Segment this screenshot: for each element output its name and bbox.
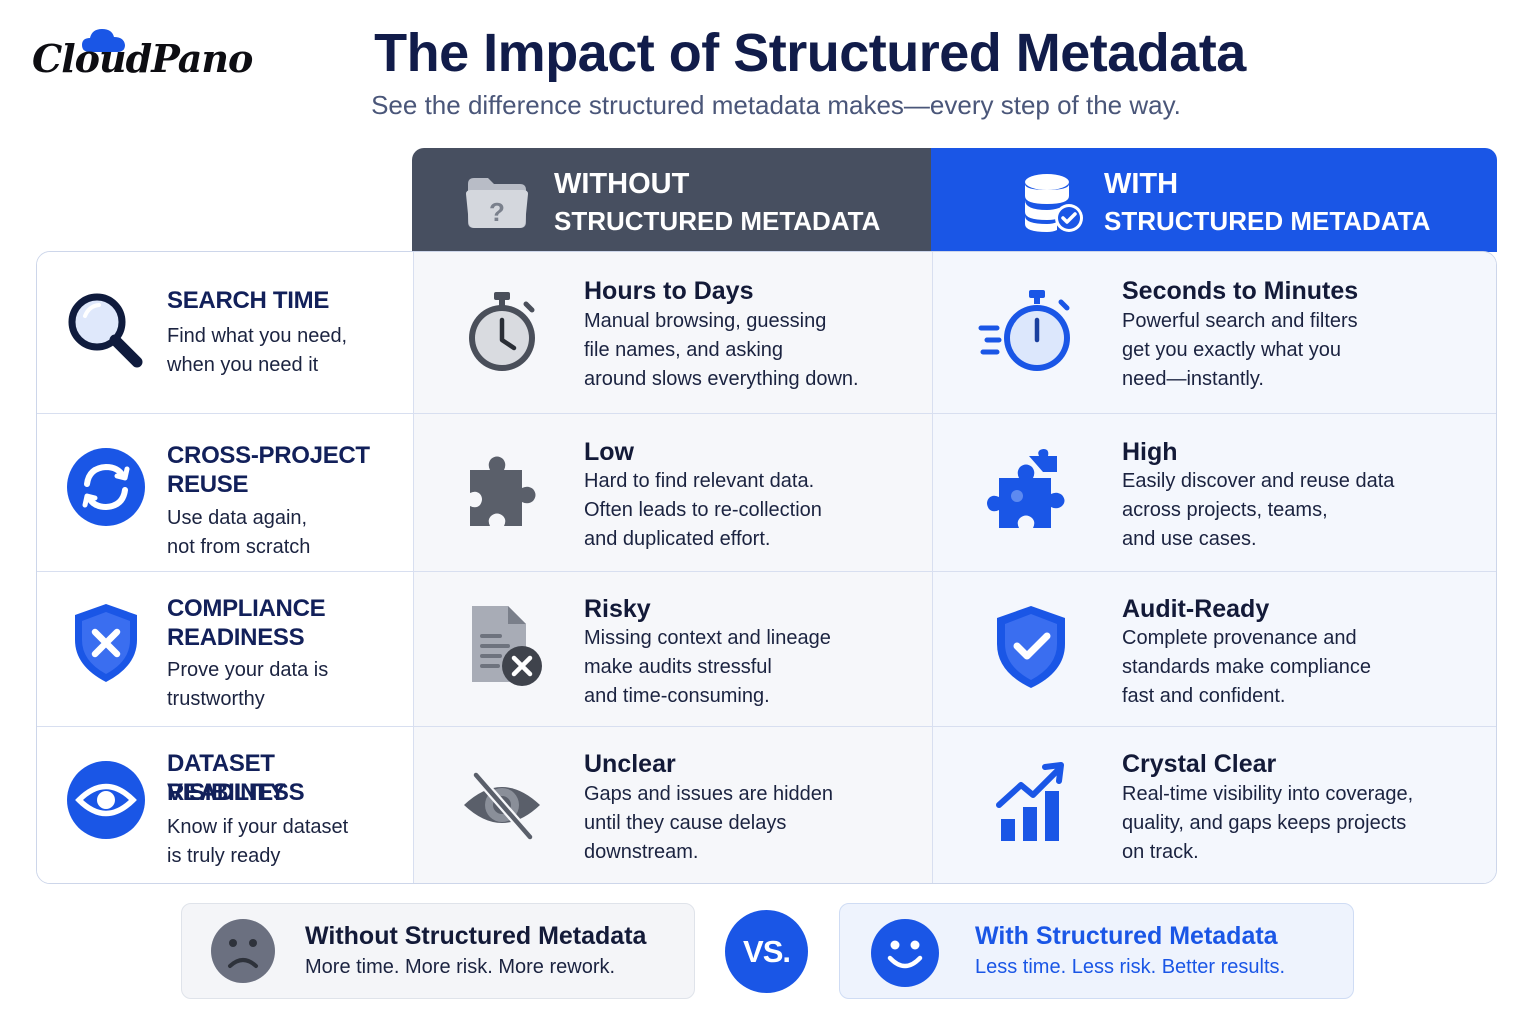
with-title: Seconds to Minutes: [1122, 277, 1359, 305]
footer-with-title: With Structured Metadata: [975, 922, 1278, 950]
without-title: Hours to Days: [584, 277, 754, 305]
table-row-search-time: SEARCH TIME Find what you need, when you…: [37, 252, 1496, 413]
without-desc-line3: and duplicated effort.: [584, 528, 771, 550]
without-title: Unclear: [584, 750, 676, 778]
without-desc-line2: Often leads to re-collection: [584, 499, 822, 521]
category-title-line2: READINESS: [167, 624, 305, 651]
category-desc-line1: Prove your data is: [167, 659, 329, 681]
with-cell: Audit-Ready Complete provenance and stan…: [932, 572, 1496, 726]
category-title-line2: REUSE: [167, 471, 249, 498]
column-header-with-line2: STRUCTURED METADATA: [1104, 206, 1431, 236]
eye-slash-icon: [464, 770, 540, 842]
sad-face-icon: [211, 919, 275, 983]
chart-up-icon: [996, 762, 1064, 841]
with-desc-line2: across projects, teams,: [1122, 499, 1328, 521]
without-desc-line1: Missing context and lineage: [584, 627, 831, 649]
category-title: SEARCH TIME: [167, 287, 330, 314]
category-desc-line1: Use data again,: [167, 507, 308, 529]
without-title: Low: [584, 438, 634, 466]
without-cell: Unclear Gaps and issues are hidden until…: [413, 727, 932, 883]
category-cell: SEARCH TIME Find what you need, when you…: [37, 252, 413, 413]
logo: CloudPano: [28, 26, 253, 88]
table-row-compliance-readiness: COMPLIANCE READINESS Prove your data is …: [37, 571, 1496, 726]
fast-stopwatch-icon: [978, 290, 1070, 371]
page-subtitle: See the difference structured metadata m…: [371, 90, 1181, 120]
with-desc-line2: quality, and gaps keeps projects: [1122, 812, 1407, 834]
with-desc-line3: and use cases.: [1122, 528, 1257, 550]
eye-icon: [67, 761, 145, 839]
column-header-without: ? WITHOUT STRUCTURED METADATA: [412, 148, 931, 252]
column-header-without-line1: WITHOUT: [554, 168, 690, 200]
column-header-with: WITH STRUCTURED METADATA: [931, 148, 1497, 252]
footer-summary-with: With Structured Metadata Less time. Less…: [839, 903, 1354, 999]
table-row-cross-project-reuse: CROSS-PROJECT REUSE Use data again, not …: [37, 413, 1496, 571]
with-desc-line3: on track.: [1122, 841, 1199, 863]
svg-text:?: ?: [489, 197, 505, 227]
with-cell: Seconds to Minutes Powerful search and f…: [932, 252, 1496, 413]
puzzle-piece-icon: [470, 456, 536, 526]
without-desc-line3: around slows everything down.: [584, 368, 859, 390]
cloud-icon: [82, 29, 125, 52]
without-desc-line2: make audits stressful: [584, 656, 772, 678]
without-desc-line1: Manual browsing, guessing: [584, 310, 827, 332]
category-cell: DATASET READINESS VISIBILITY Know if you…: [37, 727, 413, 883]
with-desc-line2: standards make compliance: [1122, 656, 1372, 678]
logo-text: CloudPano: [32, 36, 253, 81]
puzzle-piece-blue-icon: [987, 449, 1065, 528]
magnifier-icon: [68, 293, 143, 368]
with-desc-line1: Easily discover and reuse data: [1122, 470, 1395, 492]
with-title: High: [1122, 438, 1178, 466]
database-check-icon: [1025, 174, 1083, 232]
smile-face-icon: [871, 919, 939, 987]
footer-without-subtitle: More time. More risk. More rework.: [305, 956, 616, 978]
with-cell: Crystal Clear Real-time visibility into …: [932, 727, 1496, 883]
category-desc-line1: Find what you need,: [167, 325, 348, 347]
vs-badge: VS.: [725, 910, 808, 993]
category-desc-line2: trustworthy: [167, 688, 265, 710]
without-title: Risky: [584, 595, 651, 623]
shield-check-icon: [997, 606, 1065, 688]
table-row-dataset-readiness-visibility: DATASET READINESS VISIBILITY Know if you…: [37, 726, 1496, 883]
without-cell: Low Hard to find relevant data. Often le…: [413, 414, 932, 571]
category-desc-line2: when you need it: [167, 354, 319, 376]
shield-x-icon: [75, 604, 137, 682]
stopwatch-icon: [469, 292, 535, 371]
with-title: Crystal Clear: [1122, 750, 1277, 778]
without-desc-line3: and time-consuming.: [584, 685, 770, 707]
with-desc-line1: Complete provenance and: [1122, 627, 1357, 649]
without-desc-line2: until they cause delays: [584, 812, 787, 834]
footer-summary-without: Without Structured Metadata More time. M…: [181, 903, 695, 999]
with-desc-line2: get you exactly what you: [1122, 339, 1342, 361]
category-title-line1: COMPLIANCE: [167, 595, 326, 622]
without-desc-line3: downstream.: [584, 841, 699, 863]
without-desc-line2: file names, and asking: [584, 339, 784, 361]
without-desc-line1: Gaps and issues are hidden: [584, 783, 834, 805]
with-desc-line3: need—instantly.: [1122, 368, 1264, 390]
without-desc-line1: Hard to find relevant data.: [584, 470, 815, 492]
column-header-with-line1: WITH: [1104, 168, 1179, 200]
category-desc-line1: Know if your dataset: [167, 816, 349, 838]
with-cell: High Easily discover and reuse data acro…: [932, 414, 1496, 571]
category-title-line2: VISIBILITY: [167, 779, 286, 806]
with-desc-line1: Real-time visibility into coverage,: [1122, 783, 1414, 805]
folder-question-icon: ?: [466, 178, 528, 228]
page-title: The Impact of Structured Metadata: [374, 23, 1246, 83]
with-title: Audit-Ready: [1122, 595, 1270, 623]
footer-with-subtitle: Less time. Less risk. Better results.: [975, 956, 1286, 978]
without-cell: Hours to Days Manual browsing, guessing …: [413, 252, 932, 413]
with-desc-line3: fast and confident.: [1122, 685, 1286, 707]
category-cell: CROSS-PROJECT REUSE Use data again, not …: [37, 414, 413, 571]
document-x-icon: [472, 606, 542, 686]
comparison-table: SEARCH TIME Find what you need, when you…: [36, 251, 1497, 884]
without-cell: Risky Missing context and lineage make a…: [413, 572, 932, 726]
category-title-line1: DATASET READINESS: [167, 750, 305, 806]
footer-without-title: Without Structured Metadata: [305, 922, 647, 950]
refresh-cycle-icon: [67, 448, 145, 526]
category-title-line1: CROSS-PROJECT: [167, 442, 370, 469]
category-desc-line2: is truly ready: [167, 845, 281, 867]
with-desc-line1: Powerful search and filters: [1122, 310, 1358, 332]
column-header-without-line2: STRUCTURED METADATA: [554, 206, 881, 236]
category-cell: COMPLIANCE READINESS Prove your data is …: [37, 572, 413, 726]
category-desc-line2: not from scratch: [167, 536, 311, 558]
